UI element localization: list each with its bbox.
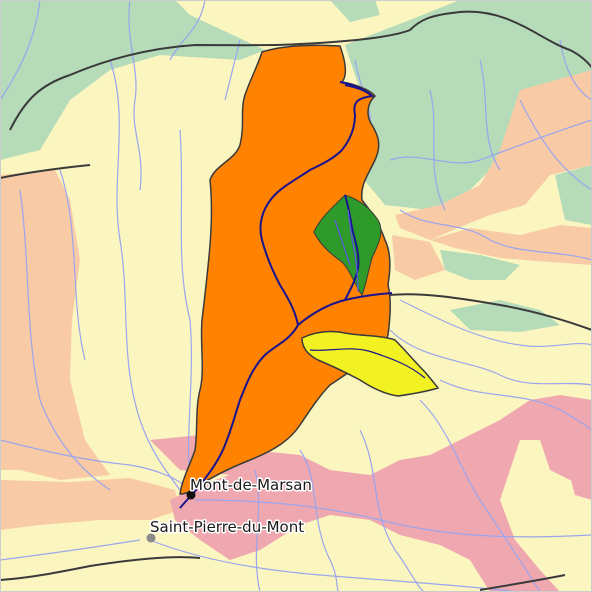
forest-zone-north-west <box>0 0 265 160</box>
salmon-zone-south <box>0 478 180 530</box>
town-mont-de-marsan[interactable]: Mont-de-Marsan <box>186 475 313 500</box>
town-marker <box>146 533 156 543</box>
main-river <box>179 81 393 509</box>
town-marker <box>186 490 196 500</box>
town-saint-pierre-du-mont[interactable]: Saint-Pierre-du-Mont <box>146 517 306 543</box>
salmon-zone-east <box>395 70 592 240</box>
subbasin-green[interactable] <box>313 194 382 297</box>
forest-zone-north <box>330 0 380 22</box>
salmon-zone-east-2 <box>430 225 592 265</box>
subbasin-yellow[interactable] <box>301 330 440 397</box>
forest-zone-east <box>555 165 592 225</box>
green-basin-tributaries <box>334 209 359 293</box>
watershed-main-basin[interactable] <box>179 44 392 495</box>
pink-zone-south-east <box>560 430 592 500</box>
town-label: Saint-Pierre-du-Mont <box>150 518 304 536</box>
salmon-zone-east-3 <box>392 235 445 280</box>
pink-zone-south <box>150 395 592 592</box>
forest-zone-east-strip <box>440 250 520 280</box>
salmon-zone-west <box>0 170 110 480</box>
administrative-borders <box>0 10 592 591</box>
town-label: Mont-de-Marsan <box>190 476 312 494</box>
forest-zone-east-patch <box>450 300 560 332</box>
yellow-basin-tributary <box>309 348 426 379</box>
